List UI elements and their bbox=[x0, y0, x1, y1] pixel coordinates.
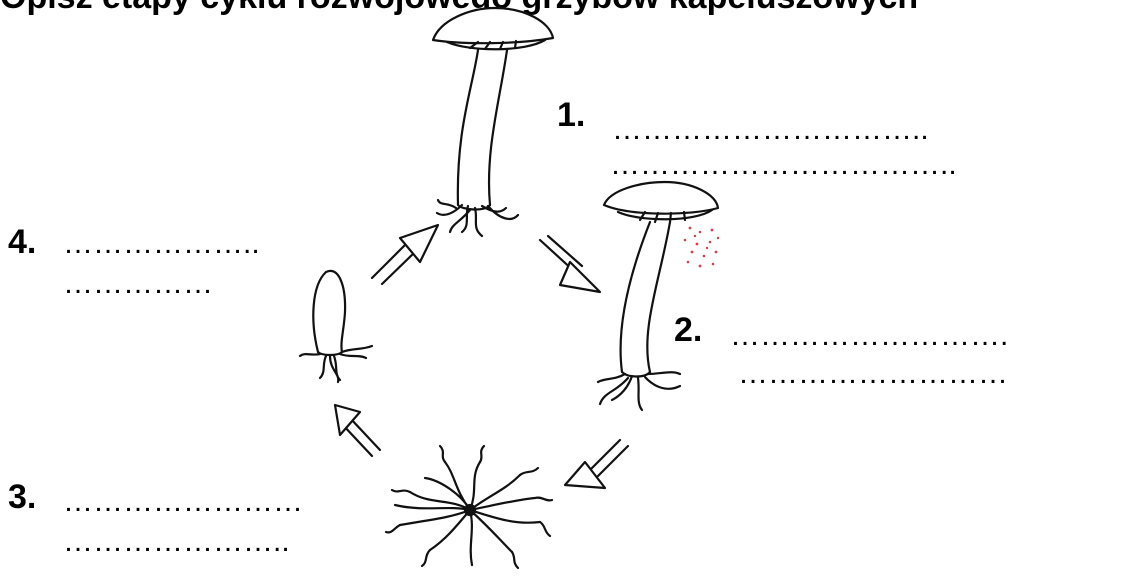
answer-line-3b[interactable]: ………………….. bbox=[63, 524, 290, 560]
answer-line-2b[interactable]: ……………………… bbox=[738, 356, 1008, 392]
answer-line-1a[interactable]: ………………………….. bbox=[612, 112, 929, 148]
mycelium-icon bbox=[386, 446, 552, 568]
answer-line-2a[interactable]: ………………………. bbox=[730, 318, 1008, 354]
young-mushroom-icon bbox=[300, 271, 372, 382]
arrow-stage4-to-1-icon bbox=[372, 225, 438, 284]
spore-releasing-mushroom-icon bbox=[598, 182, 718, 410]
spores-dots bbox=[684, 227, 720, 268]
answer-line-4a[interactable]: ……………….. bbox=[63, 226, 260, 262]
label-number-1: 1. bbox=[557, 95, 585, 135]
arrow-stage1-to-2-icon bbox=[540, 236, 600, 292]
label-number-2: 2. bbox=[674, 310, 702, 350]
arrow-stage3-to-4-icon bbox=[335, 405, 380, 456]
arrow-stage2-to-3-icon bbox=[565, 440, 628, 488]
label-number-3: 3. bbox=[8, 477, 36, 517]
answer-line-1b[interactable]: …………………………….. bbox=[610, 147, 957, 183]
label-number-4: 4. bbox=[8, 222, 36, 262]
answer-line-3a[interactable]: …………………… bbox=[63, 484, 303, 520]
answer-line-4b[interactable]: …………… bbox=[63, 266, 213, 302]
mature-mushroom-icon bbox=[433, 8, 553, 236]
